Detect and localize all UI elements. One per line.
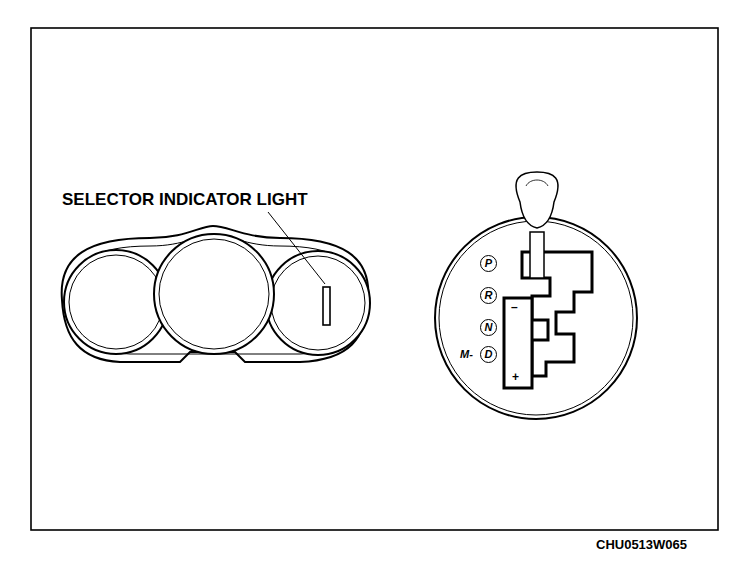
position-circle: R <box>480 287 497 304</box>
position-circle: N <box>480 319 497 336</box>
shift-sign: – <box>511 301 518 313</box>
selector-indicator-light <box>323 287 330 325</box>
frame <box>31 28 718 530</box>
right-gauge-inner <box>271 256 365 350</box>
position-letter: P <box>485 258 492 269</box>
mode-label: M- <box>460 349 473 360</box>
figure-code: CHU0513W065 <box>596 538 687 551</box>
position-circle: D <box>480 346 497 363</box>
left-gauge <box>64 250 168 354</box>
shift-knob <box>516 172 558 228</box>
leader-line <box>268 212 325 284</box>
right-gauge <box>266 251 370 355</box>
shift-shaft <box>530 232 544 278</box>
center-gauge <box>154 234 274 354</box>
shift-panel-inner <box>439 221 633 415</box>
shift-sign: + <box>512 371 519 383</box>
position-letter: R <box>485 290 493 301</box>
center-gauge-inner <box>159 239 269 349</box>
position-circle: P <box>480 255 497 272</box>
left-gauge-inner <box>69 255 163 349</box>
position-letter: D <box>485 349 493 360</box>
part-name: SELECTOR INDICATOR LIGHT <box>62 191 308 208</box>
position-letter: N <box>485 322 493 333</box>
knob-highlight <box>526 180 548 186</box>
shift-panel <box>435 217 637 419</box>
manual-gate <box>504 298 532 388</box>
